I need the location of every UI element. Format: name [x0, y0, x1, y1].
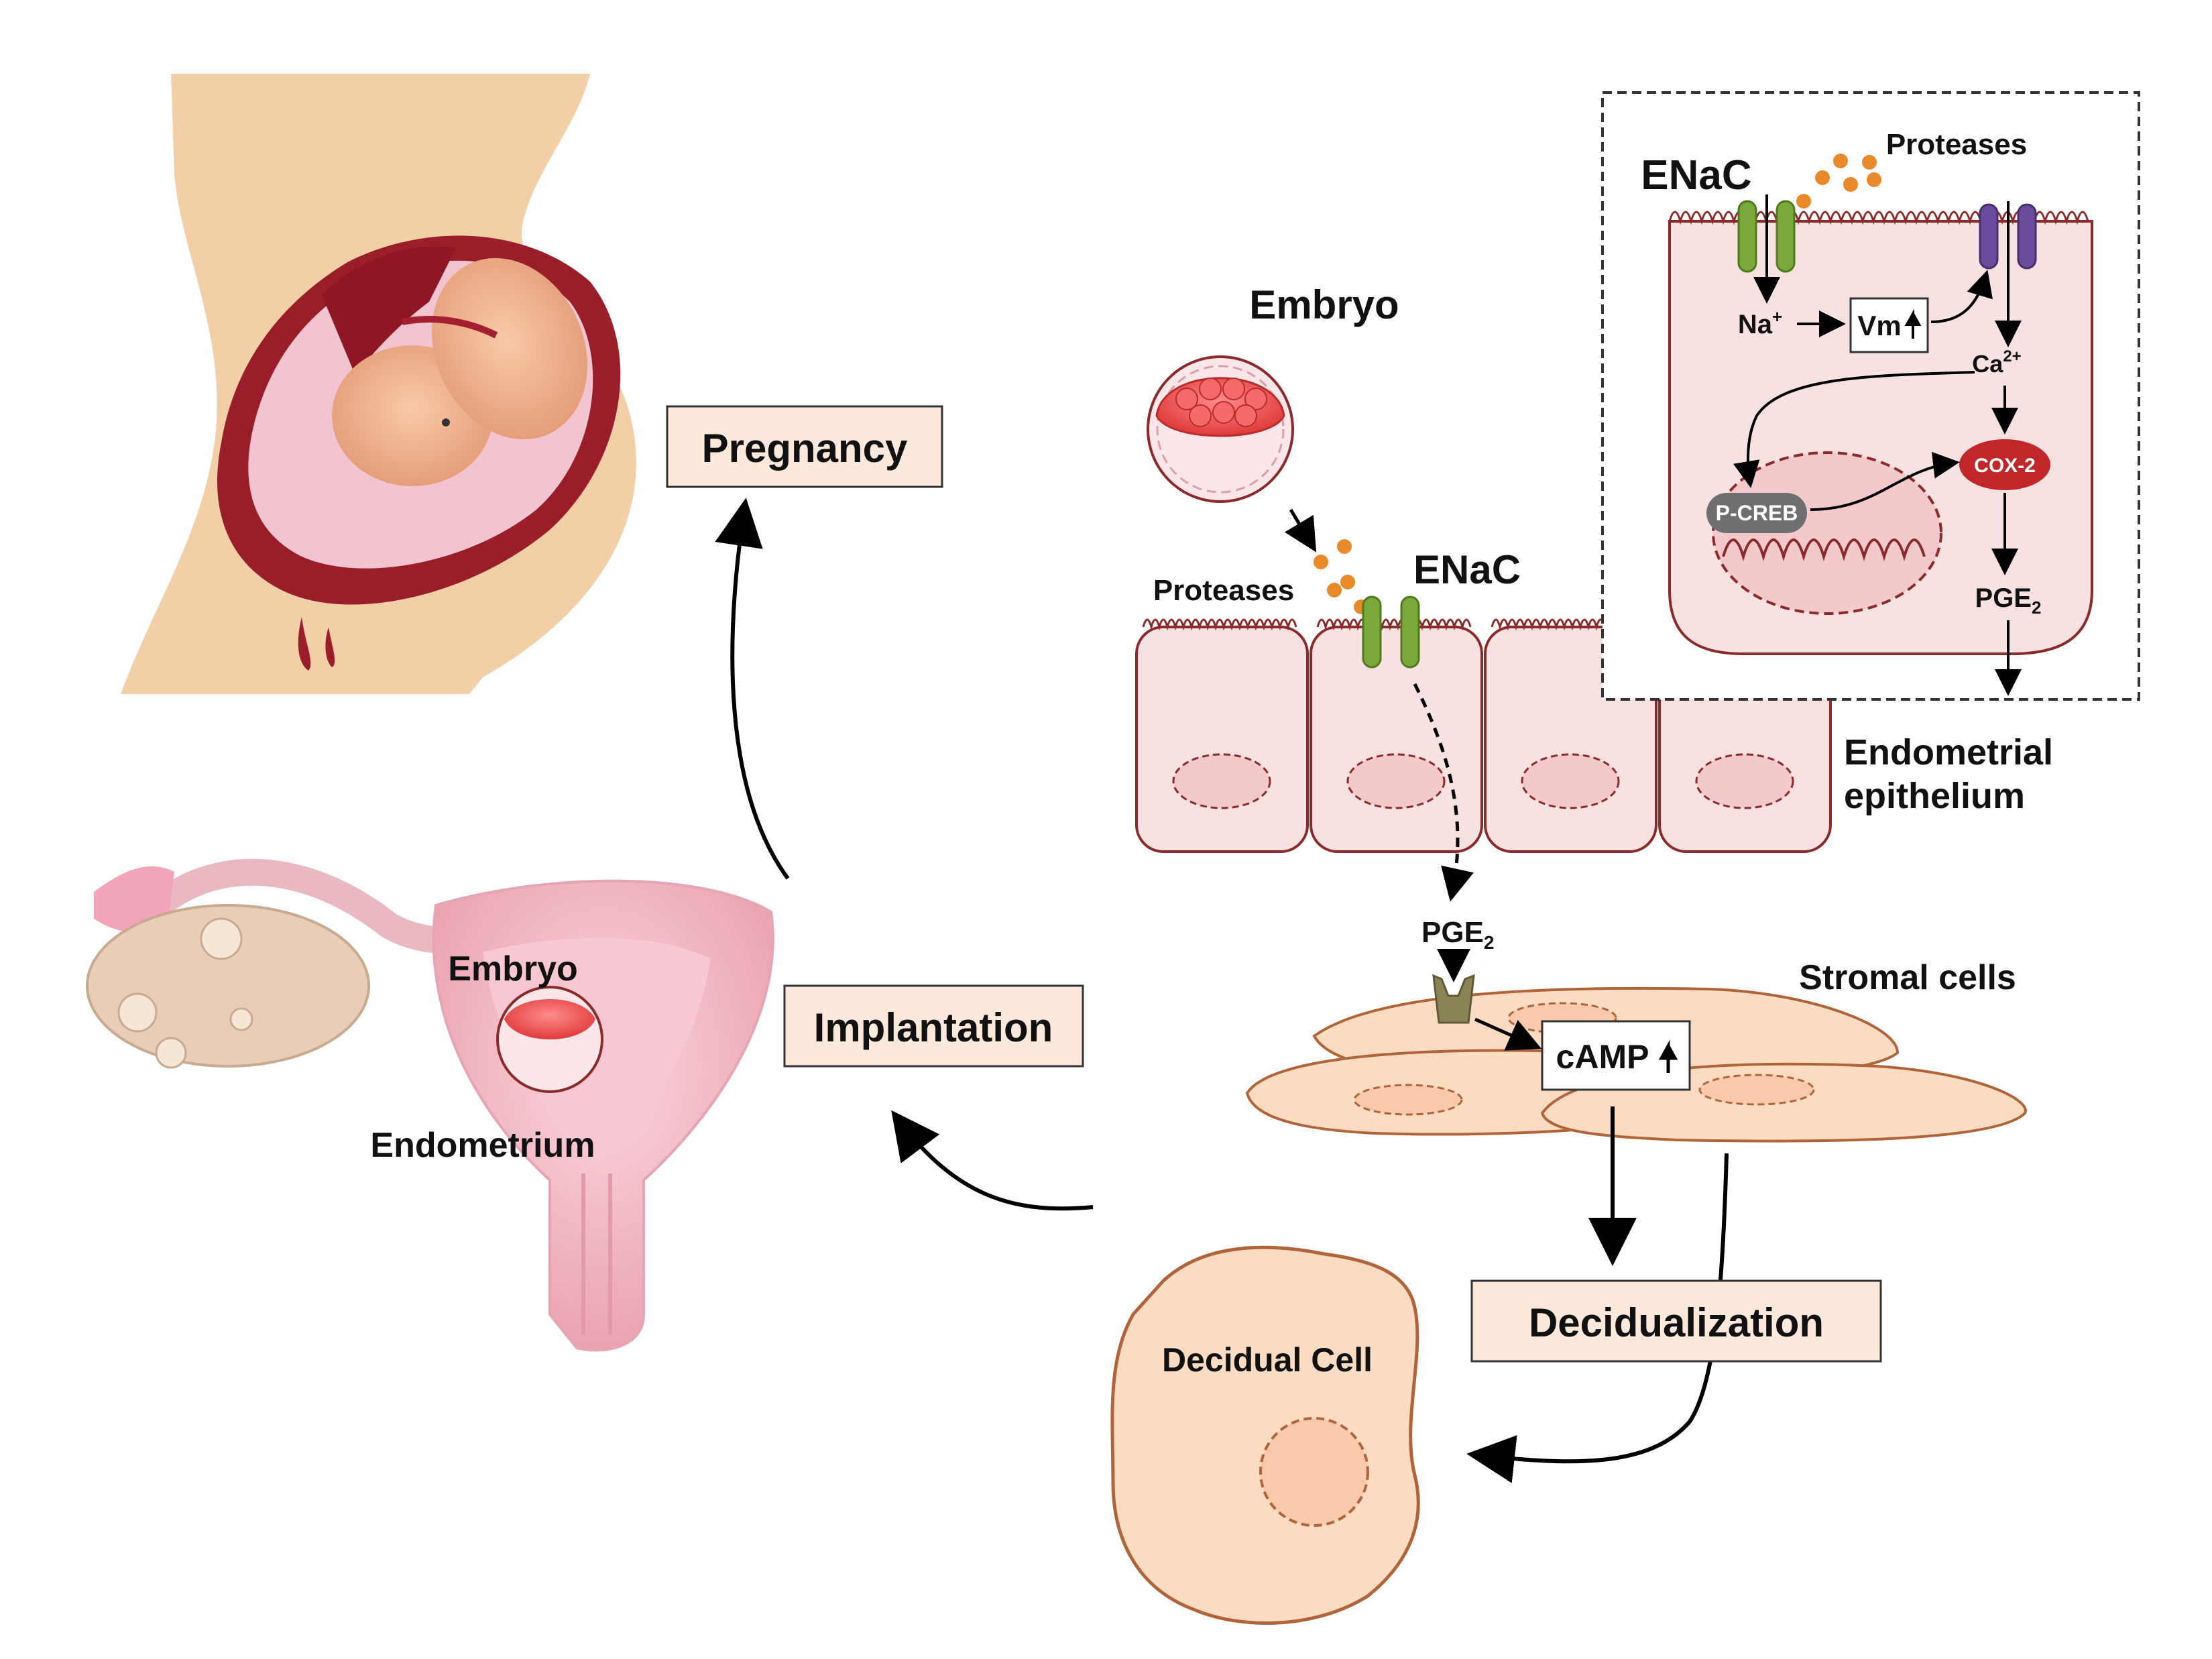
proteases-main: [1314, 539, 1369, 614]
enac-main-label: ENaC: [1413, 547, 1521, 592]
implantation-label: Implantation: [814, 1005, 1053, 1050]
inset-ca-channel-left: [1979, 203, 1999, 270]
camp-box: cAMP: [1541, 1020, 1691, 1091]
arrow-implantation-to-pregnancy: [715, 498, 790, 880]
fetus-eye: [442, 418, 450, 426]
inset-vm-box: Vm: [1849, 297, 1929, 353]
inset-enac-channel-left: [1737, 200, 1757, 273]
inset-cox2-label: COX-2: [1974, 455, 2036, 477]
endometrial-epithelium-label-1: Endometrial: [1844, 732, 2053, 773]
inset-proteases-dots: [1796, 154, 1881, 209]
inset-arrow-ca-to-pcreb: [1733, 371, 1975, 488]
inset-cell: [1668, 211, 2093, 655]
epithelial-cell-1: [1135, 618, 1309, 853]
inset-pcreb-node: [1706, 493, 1807, 533]
embryo-uterus-label: Embryo: [448, 950, 578, 988]
inset-dna: [1722, 538, 1926, 561]
endometrial-epithelium-label-2: epithelium: [1844, 776, 2025, 816]
inset-pcreb-label: P-CREB: [1716, 501, 1798, 525]
pregnancy-illustration: [121, 74, 636, 694]
arrow-to-implantation: [891, 1110, 1094, 1211]
endometrial-epithelium: [1135, 618, 1832, 853]
ovary: [86, 904, 370, 1068]
proteases-main-label: Proteases: [1153, 574, 1294, 607]
inset-cox2-node: [1959, 439, 2050, 490]
inset-panel: ENaC Proteases Na+ Vm Ca2+ COX-2 P-CREB …: [1601, 91, 2140, 701]
inset-arrow-vm-to-ca-channel: [1930, 270, 1993, 323]
follicle-2: [155, 1037, 187, 1069]
inset-pge2-label: PGE2: [1975, 583, 2042, 618]
inset-vm-label: Vm: [1857, 310, 1901, 341]
uterus-illustration: [86, 858, 774, 1352]
decidualization-label: Decidualization: [1529, 1300, 1824, 1345]
arrow-embryo-to-proteases: [1284, 508, 1317, 553]
implanting-embryo-icm: [504, 999, 595, 1039]
umbilical-cord: [402, 316, 498, 339]
inset-na-label: Na+: [1738, 306, 1782, 339]
epithelial-cell-2: [1309, 618, 1483, 853]
enac-channel-main: [1362, 595, 1420, 669]
follicle-3: [200, 917, 243, 960]
decidualization-label-box: Decidualization: [1470, 1279, 1882, 1363]
inset-ca-label: Ca2+: [1972, 347, 2021, 378]
pge2-receptor: [1432, 974, 1475, 1024]
pregnancy-label-box: Pregnancy: [666, 405, 943, 488]
embryo-blastocyst: [1147, 355, 1294, 503]
placenta: [322, 246, 456, 376]
decidual-cell: [1110, 1245, 1420, 1625]
inset-ca-channel-right: [2017, 203, 2037, 270]
inset-enac-channel-right: [1776, 200, 1796, 273]
pge2-main-label: PGE2: [1421, 916, 1495, 953]
arrow-decidualization-to-decidual-cell: [1466, 1153, 1729, 1483]
arrow-receptor-to-camp: [1474, 1017, 1542, 1051]
fetus-body: [432, 258, 587, 440]
camp-up-arrow-icon: [1658, 1039, 1678, 1073]
pregnancy-label: Pregnancy: [702, 426, 908, 471]
endometrium-label: Endometrium: [370, 1126, 595, 1165]
inset-vm-up-arrow-icon: [1904, 308, 1922, 339]
inset-proteases-label: Proteases: [1886, 128, 2027, 161]
implantation-label-box: Implantation: [783, 984, 1084, 1068]
camp-label: cAMP: [1556, 1038, 1649, 1076]
decidual-cell-label: Decidual Cell: [1162, 1341, 1373, 1379]
follicle-1: [117, 992, 158, 1033]
cervix-drip: [298, 617, 335, 671]
inset-enac-label: ENaC: [1641, 152, 1751, 198]
cervical-canal: [581, 1174, 612, 1334]
embryo-top-label: Embryo: [1249, 282, 1399, 327]
inset-arrow-pcreb-to-cox2: [1810, 451, 1960, 511]
stromal-cells-label: Stromal cells: [1799, 958, 2016, 997]
follicle-4: [229, 1007, 253, 1031]
